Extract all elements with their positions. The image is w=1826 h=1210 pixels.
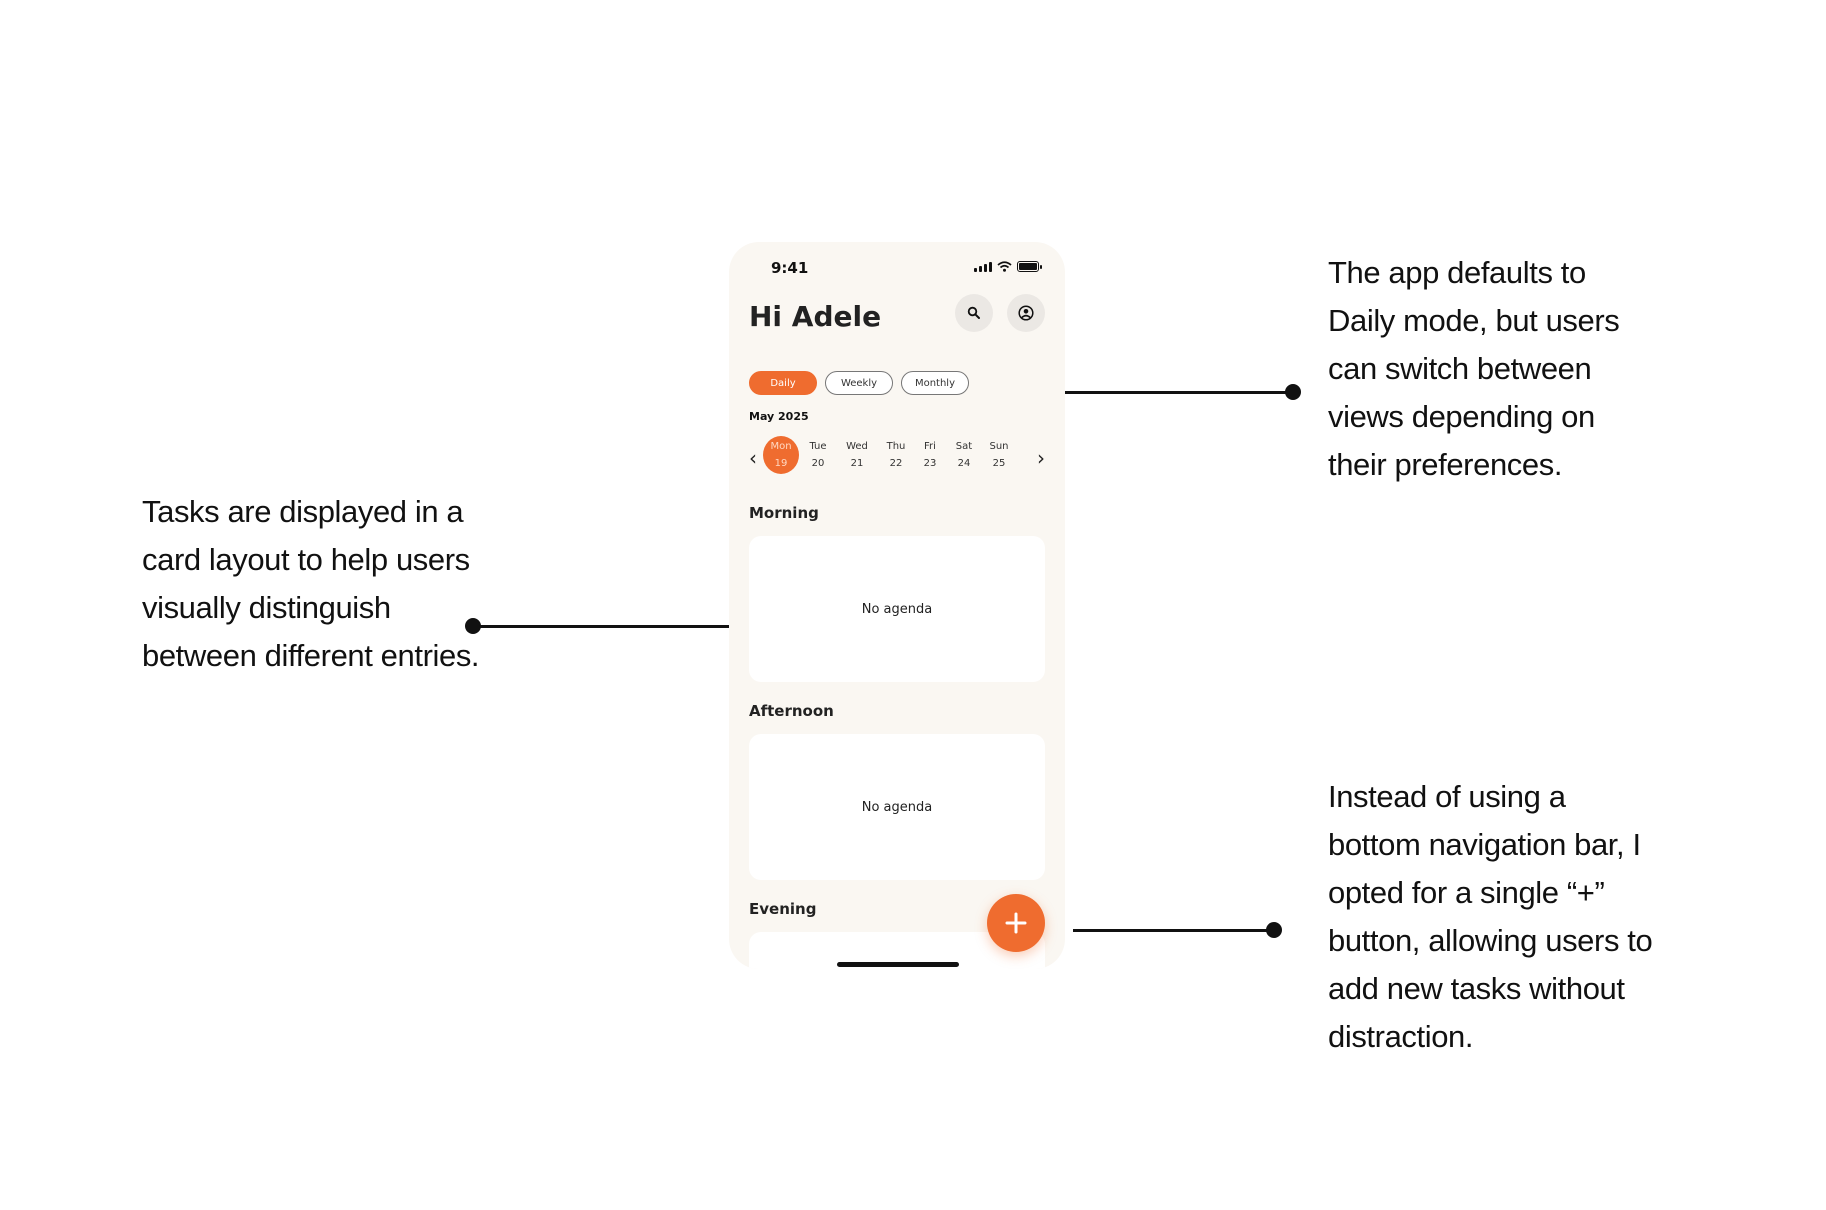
day-name: Wed: [846, 441, 868, 452]
empty-agenda-text: No agenda: [861, 601, 933, 617]
cellular-signal-icon: [974, 261, 992, 272]
wifi-icon: [997, 261, 1012, 272]
greeting-title: Hi Adele: [749, 300, 882, 333]
day-date: 20: [811, 458, 825, 469]
day-name: Thu: [886, 441, 906, 452]
day-date: 25: [992, 458, 1006, 469]
search-icon: [967, 306, 980, 319]
day-tue[interactable]: Tue 20: [801, 438, 835, 472]
search-button[interactable]: [955, 294, 993, 332]
day-name: Tue: [809, 441, 827, 452]
battery-icon: [1017, 261, 1042, 272]
day-name: Sun: [989, 441, 1009, 452]
tab-monthly[interactable]: Monthly: [901, 371, 969, 395]
tab-daily[interactable]: Daily: [749, 371, 817, 395]
month-label: May 2025: [749, 410, 809, 423]
day-date: 22: [889, 458, 903, 469]
home-indicator: [837, 962, 959, 967]
agenda-card-afternoon[interactable]: No agenda: [749, 734, 1045, 880]
connector-dot-bottom-right: [1266, 922, 1282, 938]
annotation-add-button: Instead of using a bottom navigation bar…: [1328, 779, 1653, 1054]
day-mon[interactable]: Mon 19: [763, 436, 799, 474]
day-date: 21: [850, 458, 864, 469]
annotation-card-layout: Tasks are displayed in a card layout to …: [142, 494, 480, 673]
previous-week-button[interactable]: ‹: [749, 446, 757, 470]
connector-line-bottom-right: [1073, 929, 1274, 932]
week-strip: ‹ Mon 19 Tue 20 Wed 21 Thu 22 Fri 23: [745, 436, 1053, 482]
day-thu[interactable]: Thu 22: [879, 438, 913, 472]
day-fri[interactable]: Fri 23: [913, 438, 947, 472]
phone-screen: 9:41 Hi Adele: [729, 242, 1065, 969]
empty-agenda-text: No agenda: [861, 799, 933, 815]
day-name: Mon: [770, 441, 792, 452]
day-sat[interactable]: Sat 24: [947, 438, 981, 472]
section-title-evening: Evening: [749, 900, 817, 918]
section-title-morning: Morning: [749, 504, 819, 522]
day-date: 24: [957, 458, 971, 469]
day-name: Fri: [924, 441, 936, 452]
view-mode-tabs: Daily Weekly Monthly: [749, 371, 969, 395]
user-circle-icon: [1018, 305, 1034, 321]
next-week-button[interactable]: ›: [1037, 446, 1045, 470]
tab-weekly[interactable]: Weekly: [825, 371, 893, 395]
day-name: Sat: [955, 441, 973, 452]
day-date: 23: [923, 458, 937, 469]
day-wed[interactable]: Wed 21: [840, 438, 874, 472]
section-title-afternoon: Afternoon: [749, 702, 834, 720]
annotation-view-modes: The app defaults to Daily mode, but user…: [1328, 255, 1620, 482]
status-bar-icons: [974, 261, 1042, 272]
day-sun[interactable]: Sun 25: [982, 438, 1016, 472]
plus-icon: [1005, 912, 1027, 934]
connector-line-top-right: [1003, 391, 1293, 394]
status-time: 9:41: [771, 259, 809, 277]
profile-button[interactable]: [1007, 294, 1045, 332]
connector-line-left: [473, 625, 736, 628]
day-date: 19: [774, 458, 788, 469]
connector-dot-top-right: [1285, 384, 1301, 400]
agenda-card-morning[interactable]: No agenda: [749, 536, 1045, 682]
add-task-button[interactable]: [987, 894, 1045, 952]
